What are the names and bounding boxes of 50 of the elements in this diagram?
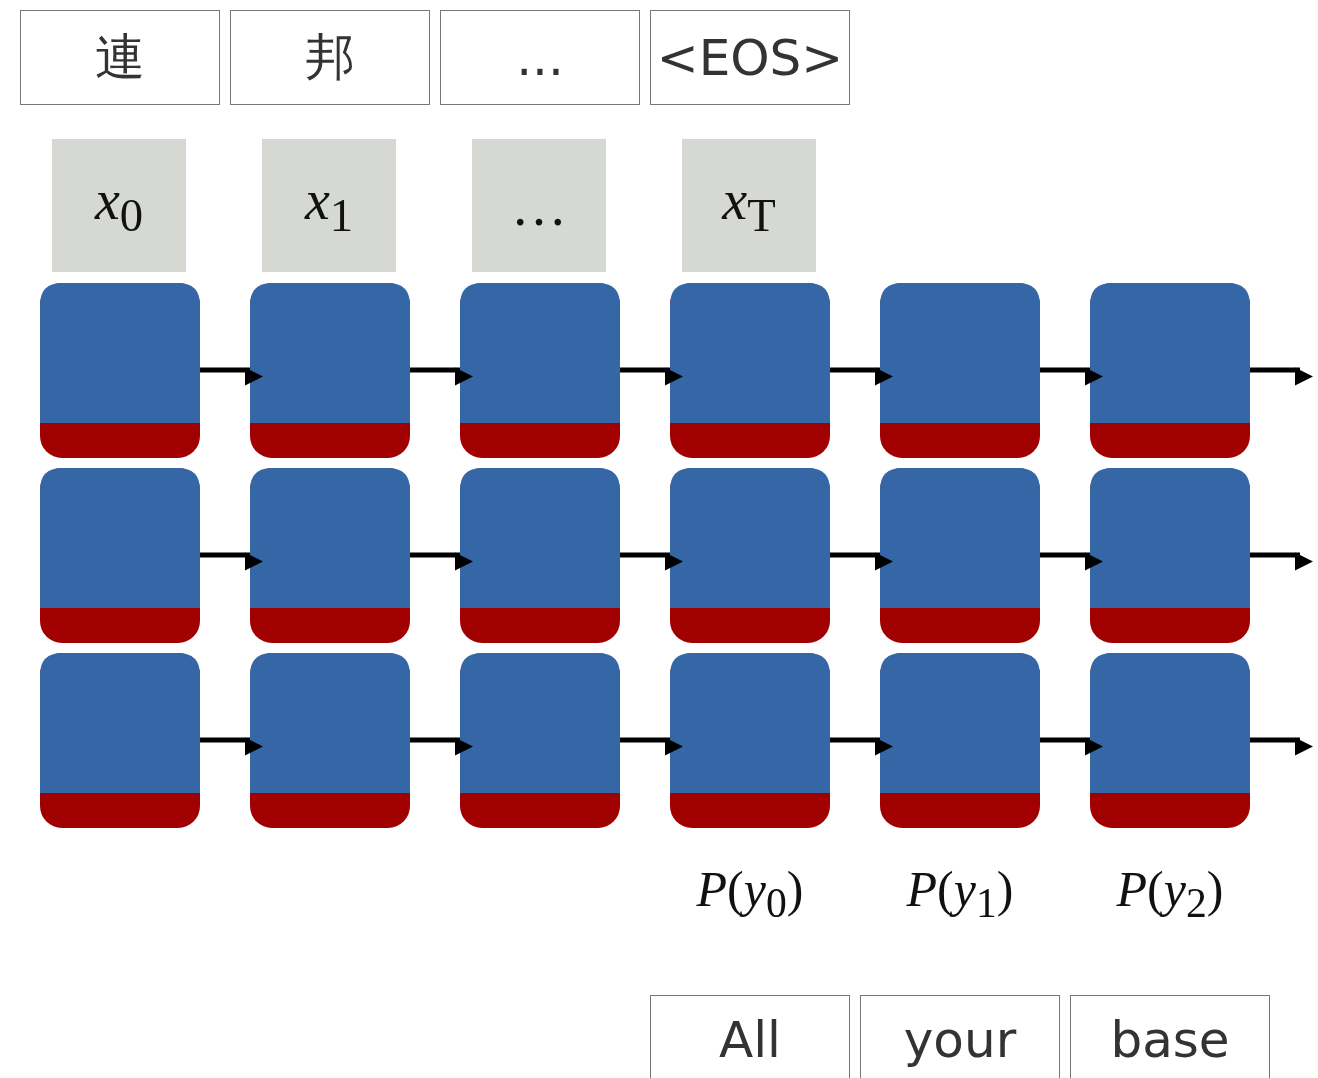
rnn-cell: [670, 283, 830, 458]
arrow: [200, 552, 263, 571]
word-token: ...: [440, 10, 640, 105]
rnn-cell: [460, 468, 620, 643]
arrow: [830, 552, 893, 571]
arrow: [620, 367, 683, 386]
word-token: your: [860, 995, 1060, 1078]
rnn-cell: [670, 468, 830, 643]
word-token: 連: [20, 10, 220, 105]
rnn-cell: [250, 653, 410, 828]
arrow: [1040, 367, 1103, 386]
arrow: [410, 367, 473, 386]
rnn-cell: [670, 653, 830, 828]
rnn-cell: [880, 653, 1040, 828]
arrow: [410, 552, 473, 571]
input-token: x$_{1}$: [262, 139, 396, 272]
rnn-cell: [1090, 468, 1250, 643]
rnn-cell: [250, 468, 410, 643]
arrow: [1040, 737, 1103, 756]
output-probability: P(y$_{1}$): [905, 860, 1015, 927]
arrow: [200, 737, 263, 756]
rnn-cell: [1090, 653, 1250, 828]
word-token: base: [1070, 995, 1270, 1078]
word-token: <EOS>: [650, 10, 850, 105]
arrow: [1250, 367, 1313, 386]
arrow: [830, 367, 893, 386]
output-probability: P(y$_{0}$): [695, 860, 805, 927]
rnn-cell: [1090, 283, 1250, 458]
arrow: [1040, 552, 1103, 571]
arrow: [620, 552, 683, 571]
input-token: x$_{T}$: [682, 139, 816, 272]
word-token: All: [650, 995, 850, 1078]
rnn-cell: [880, 283, 1040, 458]
arrow: [1250, 552, 1313, 571]
arrow: [830, 737, 893, 756]
rnn-cell: [460, 283, 620, 458]
input-token: …: [472, 139, 606, 272]
arrow: [620, 737, 683, 756]
rnn-cell: [880, 468, 1040, 643]
arrow: [1250, 737, 1313, 756]
rnn-cell: [250, 283, 410, 458]
rnn-cell: [40, 653, 200, 828]
rnn-cell: [40, 468, 200, 643]
input-token: x$_{0}$: [52, 139, 186, 272]
output-probability: P(y$_{2}$): [1115, 860, 1225, 927]
arrow: [410, 737, 473, 756]
rnn-cell: [40, 283, 200, 458]
arrow: [200, 367, 263, 386]
word-token: 邦: [230, 10, 430, 105]
rnn-cell: [460, 653, 620, 828]
